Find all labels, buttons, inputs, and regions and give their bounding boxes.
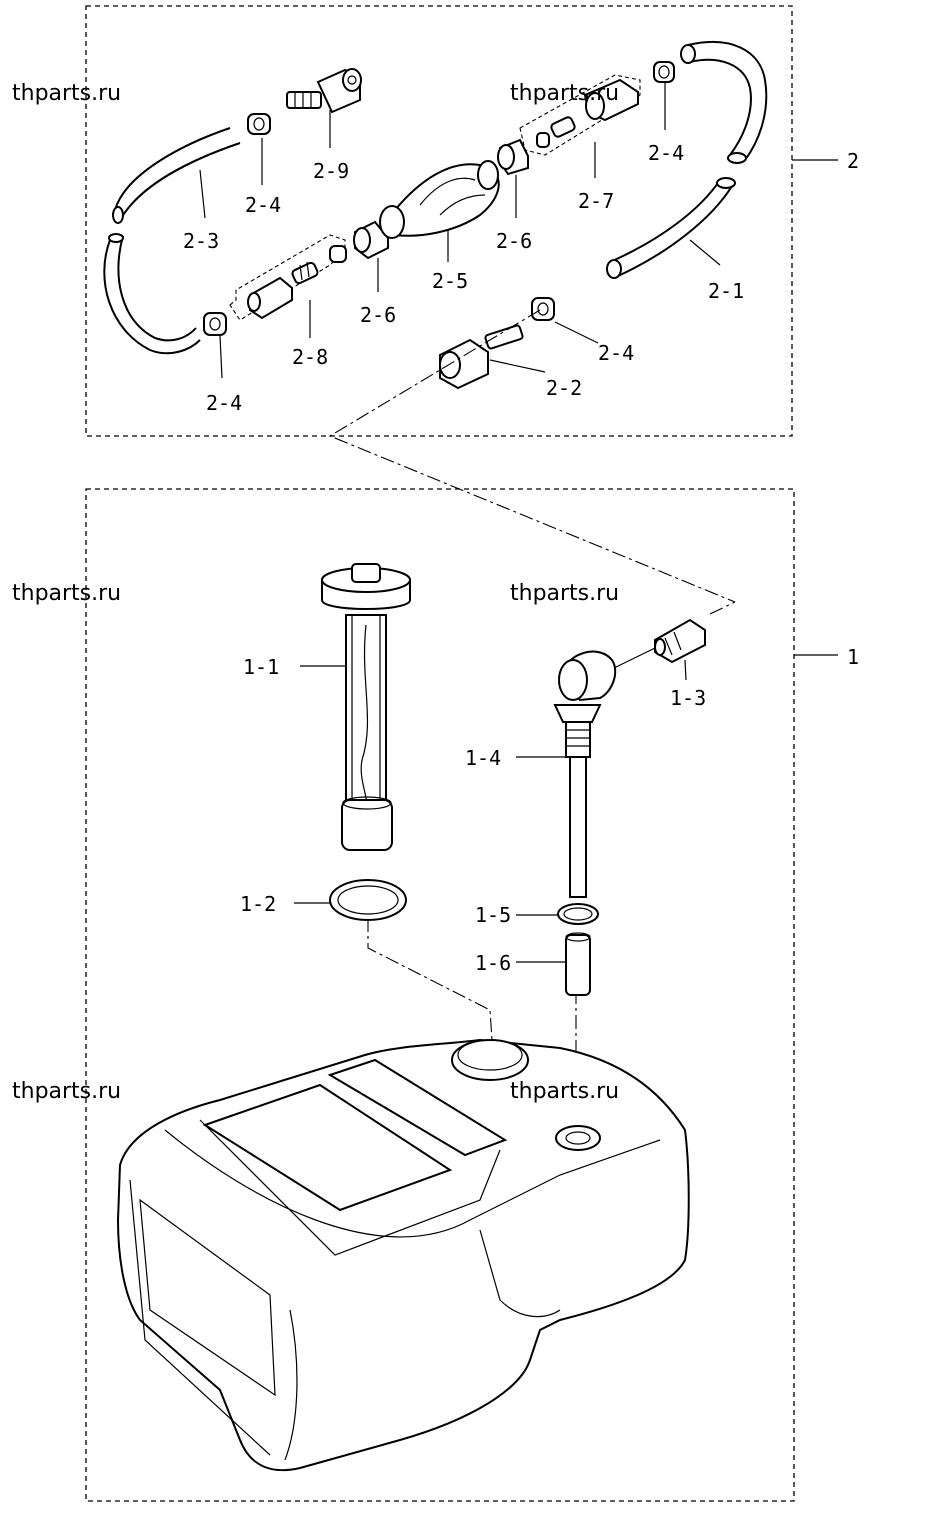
clamp-2-4-top (247, 113, 271, 135)
clamp-2-4-lower-left (203, 312, 227, 336)
label-2-4-a: 2-4 (245, 193, 281, 217)
label-assembly-2: 2 (847, 149, 859, 173)
label-2-2: 2-2 (546, 376, 582, 400)
assembly-1-frame (85, 488, 795, 1502)
label-1-6: 1-6 (475, 951, 511, 975)
label-2-4-b: 2-4 (648, 141, 684, 165)
label-1-2: 1-2 (240, 892, 276, 916)
ring-1-5 (557, 903, 599, 925)
watermark: thparts.ru (510, 1079, 619, 1104)
label-1-5: 1-5 (475, 903, 511, 927)
label-2-7: 2-7 (578, 189, 614, 213)
label-2-4-c: 2-4 (598, 341, 634, 365)
label-2-6-b: 2-6 (360, 303, 396, 327)
connector-2-2 (439, 324, 524, 390)
label-2-8: 2-8 (292, 345, 328, 369)
label-2-6-a: 2-6 (496, 229, 532, 253)
watermark: thparts.ru (510, 581, 619, 606)
label-assembly-1: 1 (847, 645, 859, 669)
label-2-5: 2-5 (432, 269, 468, 293)
valve-2-7 (536, 78, 639, 148)
watermark: thparts.ru (510, 81, 619, 106)
assembly-2-frame (85, 5, 793, 437)
group-box-2-7 (519, 74, 641, 156)
sleeve-2-6-left (353, 220, 389, 260)
o-ring-1-2 (329, 879, 407, 921)
filter-1-6 (565, 932, 591, 996)
label-2-9: 2-9 (313, 159, 349, 183)
leaders-assembly-1 (294, 647, 838, 963)
connection-lines (328, 309, 736, 1120)
sleeve-2-6-right (497, 138, 529, 176)
label-2-1: 2-1 (708, 279, 744, 303)
fitting-1-3 (654, 618, 706, 664)
pickup-tube-1-4 (553, 650, 617, 898)
fuel-gauge-1-1 (321, 563, 411, 851)
label-2-3: 2-3 (183, 229, 219, 253)
clamp-2-4-top-right (653, 61, 675, 83)
label-1-3: 1-3 (670, 686, 706, 710)
primer-bulb-2-5 (379, 160, 500, 239)
valve-2-8 (247, 245, 347, 320)
label-1-4: 1-4 (465, 746, 501, 770)
hose-2-3 (103, 127, 241, 355)
connector-2-9 (286, 68, 362, 114)
fuel-tank (116, 1038, 690, 1472)
watermark: thparts.ru (12, 581, 121, 606)
hose-2-1 (606, 40, 768, 279)
group-box-2-8 (229, 234, 346, 321)
watermark: thparts.ru (12, 1079, 121, 1104)
label-1-1: 1-1 (243, 655, 279, 679)
label-2-4-d: 2-4 (206, 391, 242, 415)
clamp-2-4-lower-right (531, 297, 555, 321)
leaders-assembly-2 (199, 83, 838, 379)
watermark: thparts.ru (12, 81, 121, 106)
